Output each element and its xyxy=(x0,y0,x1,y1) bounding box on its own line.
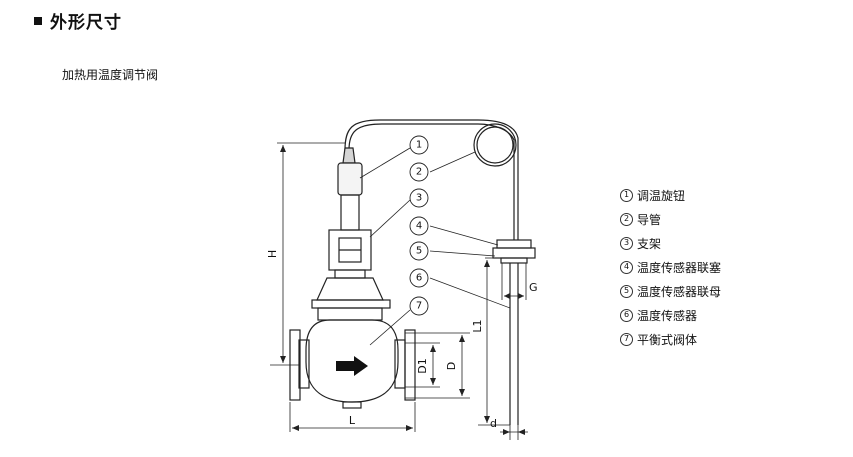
callout-4: 4 xyxy=(416,221,422,232)
legend-number: 2 xyxy=(620,212,633,226)
callout-5: 5 xyxy=(416,246,422,257)
legend-label: 调温旋钮 xyxy=(637,188,686,203)
callout-7-circle xyxy=(409,296,429,316)
legend-label: 导管 xyxy=(637,212,662,227)
callout-2: 2 xyxy=(416,167,422,178)
capillary-tube xyxy=(344,119,519,240)
sensor-nut xyxy=(492,247,536,259)
legend-label: 支架 xyxy=(637,236,662,251)
adjust-knob xyxy=(337,162,363,196)
legend-number: 6 xyxy=(620,308,633,322)
legend-number: 4 xyxy=(620,260,633,274)
legend-number: 3 xyxy=(620,236,633,250)
legend-item: 2 导管 xyxy=(620,207,721,231)
legend-number: 7 xyxy=(620,332,633,346)
callout-6: 6 xyxy=(416,273,422,284)
legend-item: 6 温度传感器 xyxy=(620,303,721,327)
callout-2-circle xyxy=(409,162,429,182)
legend-item: 3 支架 xyxy=(620,231,721,255)
right-flange xyxy=(404,329,416,401)
bracket-upper xyxy=(340,194,360,231)
dim-D-label: D xyxy=(445,362,458,370)
dim-L-label: L xyxy=(349,414,356,427)
callout-1: 1 xyxy=(416,140,422,151)
dim-H-label: H xyxy=(266,250,279,258)
callout-3: 3 xyxy=(416,193,422,204)
legend-number: 5 xyxy=(620,284,633,298)
valve-body xyxy=(305,319,399,403)
legend-label: 温度传感器联塞 xyxy=(637,260,722,275)
dim-L1-label: L1 xyxy=(471,319,484,332)
legend-number: 1 xyxy=(620,188,633,202)
callout-3-circle xyxy=(409,188,429,208)
adjust-knob-tip xyxy=(342,147,356,164)
legend-item: 4 温度传感器联塞 xyxy=(620,255,721,279)
sensor-plug xyxy=(496,239,532,249)
section-title: 外形尺寸 xyxy=(50,13,122,33)
tube-coil xyxy=(473,123,517,167)
legend-item: 1 调温旋钮 xyxy=(620,183,721,207)
callout-1-circle xyxy=(409,135,429,155)
callout-5-circle xyxy=(409,241,429,261)
dim-D1-label: D1 xyxy=(416,358,429,373)
legend-item: 5 温度传感器联母 xyxy=(620,279,721,303)
legend-item: 7 平衡式阀体 xyxy=(620,327,721,351)
section-heading: 外形尺寸 xyxy=(34,8,122,33)
square-bullet-icon xyxy=(34,16,42,25)
parts-legend: 1 调温旋钮 2 导管 3 支架 4 温度传感器联塞 5 温度传感器联母 6 温度传感器 7… xyxy=(620,183,721,351)
flow-arrow xyxy=(336,356,368,376)
callout-6-circle xyxy=(409,268,429,288)
bonnet xyxy=(316,277,384,301)
product-subtitle: 加热用温度调节阀 xyxy=(62,68,159,82)
dim-d-label: d xyxy=(490,417,497,430)
callout-7: 7 xyxy=(416,301,422,312)
dim-G-label: G xyxy=(529,281,538,294)
legend-label: 平衡式阀体 xyxy=(637,332,698,347)
legend-label: 温度传感器 xyxy=(637,308,698,323)
callout-4-circle xyxy=(409,216,429,236)
legend-label: 温度传感器联母 xyxy=(637,284,722,299)
